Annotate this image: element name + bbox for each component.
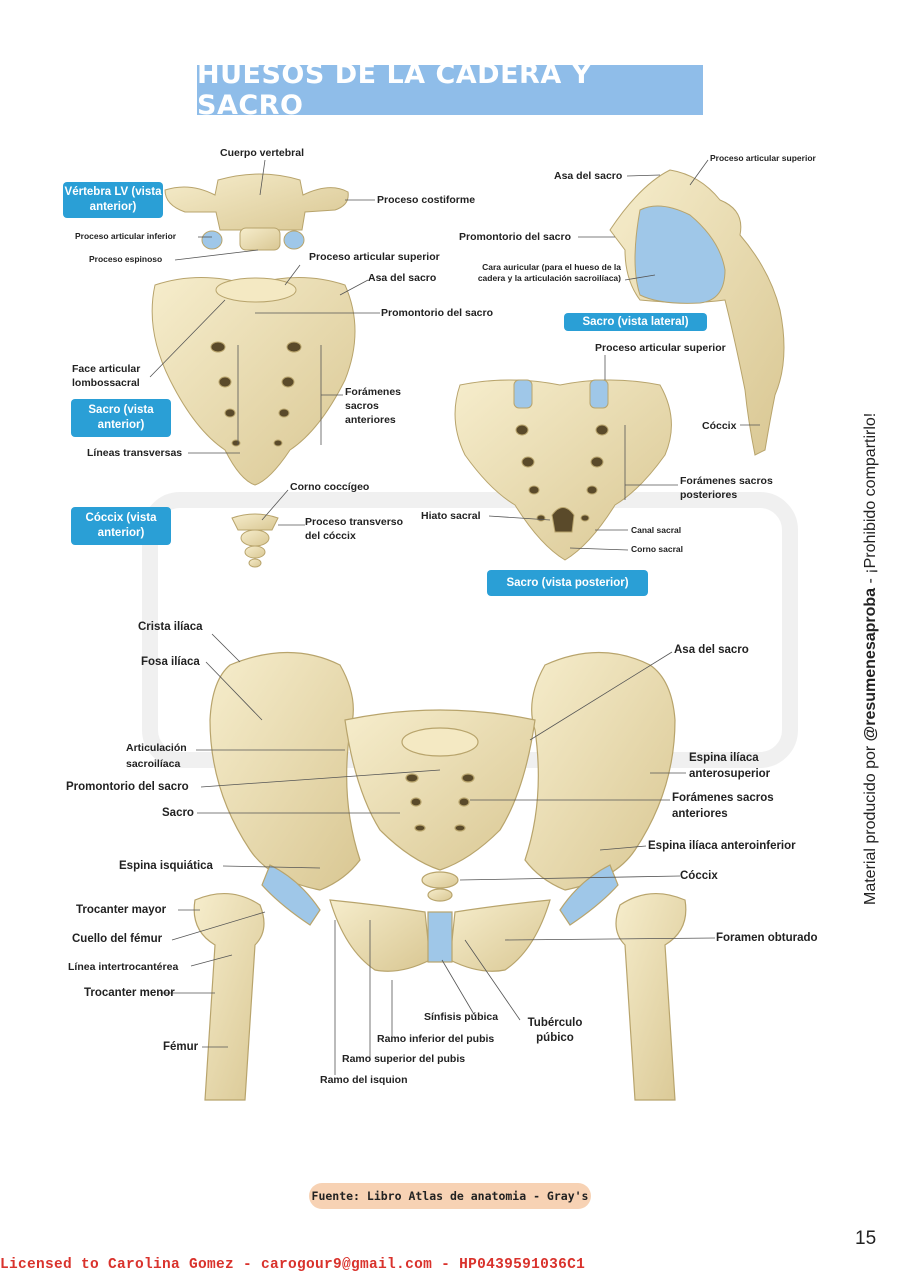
label-proceso-articular-inferior: Proceso articular inferior bbox=[75, 231, 177, 241]
label-asa-sacro-anterior: Asa del sacro bbox=[368, 272, 437, 284]
label-asa-sacro-lateral: Asa del sacro bbox=[554, 170, 623, 182]
label-proceso-espinoso: Proceso espinoso bbox=[89, 254, 163, 264]
label-cuello-femur: Cuello del fémur bbox=[72, 933, 163, 945]
pelvis-drawing bbox=[193, 652, 687, 1101]
label-proceso-articular-superior-anterior: Proceso articular superior bbox=[309, 251, 440, 263]
label-canal-sacral: Canal sacral bbox=[631, 525, 682, 535]
page-title-banner: HUESOS DE LA CADERA Y SACRO bbox=[197, 59, 703, 121]
label-face-articular: Face articular lombossacral bbox=[72, 363, 141, 389]
sacrum-posterior-drawing bbox=[454, 379, 672, 561]
label-ramo-isquion: Ramo del isquion bbox=[320, 1074, 408, 1086]
label-linea-intertrocanterea: Línea intertrocantérea bbox=[68, 961, 179, 973]
label-asa-sacro-pelvis: Asa del sacro bbox=[674, 644, 749, 656]
label-ramo-inferior-pubis: Ramo inferior del pubis bbox=[377, 1033, 495, 1045]
label-foramenes-anteriores-pelvis: Forámenes sacros anteriores bbox=[672, 792, 774, 820]
label-espina-anteroinferior: Espina ilíaca anteroinferior bbox=[648, 840, 796, 852]
label-trocanter-menor: Trocanter menor bbox=[84, 987, 175, 999]
label-femur: Fémur bbox=[163, 1041, 199, 1053]
side-copyright-note: Material producido por @resumenesaproba … bbox=[862, 413, 880, 905]
label-cuerpo-vertebral: Cuerpo vertebral bbox=[220, 147, 305, 159]
label-proceso-articular-superior-posterior: Proceso articular superior bbox=[595, 342, 726, 354]
side-note-handle: @resumenesaproba bbox=[862, 587, 879, 742]
source-citation: Fuente: Libro Atlas de anatomia - Gray's bbox=[309, 1183, 591, 1209]
label-tuberculo-pubico: Tubérculo púbico bbox=[527, 1017, 583, 1044]
side-note-prefix: Material producido por bbox=[862, 741, 879, 905]
tag-sacro-lateral: Sacro (vista lateral) bbox=[564, 313, 707, 331]
label-foramen-obturado: Foramen obturado bbox=[716, 932, 818, 944]
label-foramenes-anteriores-sacro: Forámenes sacros anteriores bbox=[345, 386, 402, 426]
tag-vertebra-lv: Vértebra LV (vista anterior) bbox=[63, 182, 163, 218]
tag-sacro-posterior: Sacro (vista posterior) bbox=[487, 570, 648, 596]
label-promontorio-anterior: Promontorio del sacro bbox=[381, 307, 494, 319]
label-coccix-lateral: Cóccix bbox=[702, 420, 737, 432]
label-crista-iliaca: Crista ilíaca bbox=[138, 621, 203, 633]
license-footer: Licensed to Carolina Gomez - carogour9@g… bbox=[0, 1257, 586, 1273]
label-articulacion-sacroiliaca: Articulación sacroilíaca bbox=[126, 742, 187, 770]
label-corno-sacral: Corno sacral bbox=[631, 544, 683, 554]
coccyx-anterior-drawing bbox=[231, 513, 279, 568]
label-promontorio-lateral: Promontorio del sacro bbox=[459, 231, 572, 243]
leader-lines bbox=[149, 159, 760, 1075]
label-corno-coccigeo: Corno coccígeo bbox=[290, 481, 370, 493]
label-lineas-transversas: Líneas transversas bbox=[87, 447, 183, 459]
sacrum-lateral-drawing bbox=[609, 169, 785, 456]
label-hiato-sacral: Hiato sacral bbox=[421, 510, 481, 522]
page-title: HUESOS DE LA CADERA Y SACRO bbox=[197, 59, 592, 121]
label-sinfisis-pubica: Sínfisis púbica bbox=[424, 1011, 499, 1023]
vertebra-lv-drawing bbox=[164, 173, 349, 251]
label-cara-auricular: Cara auricular (para el hueso de la cade… bbox=[477, 262, 621, 283]
label-sacro: Sacro bbox=[162, 807, 194, 819]
label-coccix-pelvis: Cóccix bbox=[680, 870, 718, 882]
label-espina-isquiatica: Espina isquiática bbox=[119, 860, 213, 872]
label-espina-anterosuperior: Espina ilíaca anterosuperior bbox=[689, 752, 771, 780]
label-proceso-transverso-coccix: Proceso transverso del cóccix bbox=[305, 516, 404, 542]
side-note-suffix: - ¡Prohibido compartirlo! bbox=[862, 412, 879, 588]
label-promontorio-pelvis: Promontorio del sacro bbox=[66, 781, 189, 793]
label-ramo-superior-pubis: Ramo superior del pubis bbox=[342, 1053, 466, 1065]
page-number: 15 bbox=[855, 1228, 877, 1249]
label-fosa-iliaca: Fosa ilíaca bbox=[141, 656, 200, 668]
label-foramenes-posteriores: Forámenes sacros posteriores bbox=[680, 475, 773, 501]
tag-coccix-anterior: Cóccix (vista anterior) bbox=[71, 507, 171, 545]
label-trocanter-mayor: Trocanter mayor bbox=[76, 904, 167, 916]
sacrum-anterior-drawing bbox=[151, 277, 356, 486]
label-proceso-costiforme: Proceso costiforme bbox=[377, 194, 476, 206]
tag-sacro-anterior: Sacro (vista anterior) bbox=[71, 399, 171, 437]
label-proceso-articular-superior-lateral: Proceso articular superior bbox=[710, 153, 816, 163]
